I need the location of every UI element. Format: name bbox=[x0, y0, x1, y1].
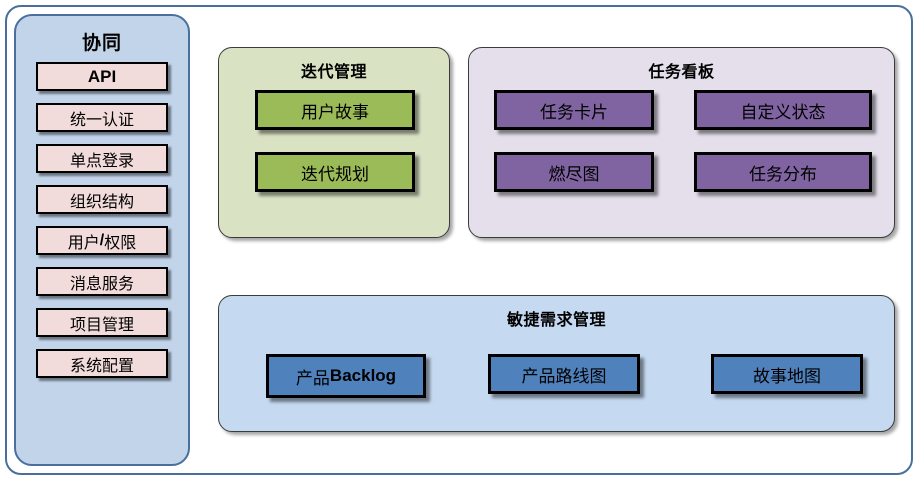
agile-requirement-management-title: 敏捷需求管理 bbox=[506, 312, 606, 329]
iteration-management-panel: 迭代管理 用户故事 迭代规划 bbox=[218, 47, 450, 238]
box-product-backlog-part-a: 产品 bbox=[295, 368, 330, 388]
box-iteration-planning[interactable]: 迭代规划 bbox=[255, 152, 415, 192]
outer-frame bbox=[5, 5, 913, 475]
iteration-management-title: 迭代管理 bbox=[300, 64, 367, 81]
box-task-distribution[interactable]: 任务分布 bbox=[694, 152, 872, 192]
sidebar-item-system-config[interactable]: 系统配置 bbox=[36, 349, 168, 378]
box-user-story[interactable]: 用户故事 bbox=[255, 90, 415, 130]
sidebar-collaboration-panel: 协同 API 统一认证 单点登录 组织结构 用户/权限 消息服务 项目管理 系统… bbox=[14, 14, 190, 466]
sidebar-item-user-permission-part-c: 权限 bbox=[104, 234, 137, 252]
box-burndown-chart[interactable]: 燃尽图 bbox=[494, 152, 654, 192]
sidebar-item-user-permission[interactable]: 用户/权限 bbox=[36, 226, 168, 255]
sidebar-item-message-service[interactable]: 消息服务 bbox=[36, 267, 168, 296]
box-product-backlog-part-b: Backlog bbox=[329, 366, 397, 385]
sidebar-item-api[interactable]: API bbox=[36, 62, 168, 91]
task-board-title: 任务看板 bbox=[648, 64, 715, 81]
sidebar-item-list: API 统一认证 单点登录 组织结构 用户/权限 消息服务 项目管理 系统配置 bbox=[36, 62, 170, 390]
sidebar-item-user-permission-separator: / bbox=[99, 231, 105, 249]
task-board-panel: 任务看板 任务卡片 自定义状态 燃尽图 任务分布 bbox=[468, 47, 895, 238]
box-custom-status[interactable]: 自定义状态 bbox=[694, 90, 872, 130]
box-story-map[interactable]: 故事地图 bbox=[711, 354, 863, 394]
sidebar-item-org-structure[interactable]: 组织结构 bbox=[36, 185, 168, 214]
box-task-card[interactable]: 任务卡片 bbox=[494, 90, 654, 130]
sidebar-title: 协同 bbox=[81, 33, 122, 54]
box-product-roadmap[interactable]: 产品路线图 bbox=[488, 354, 640, 394]
sidebar-item-user-permission-part-a: 用户 bbox=[67, 234, 100, 252]
sidebar-item-single-sign-on[interactable]: 单点登录 bbox=[36, 144, 168, 173]
sidebar-item-project-management[interactable]: 项目管理 bbox=[36, 308, 168, 337]
sidebar-item-unified-auth[interactable]: 统一认证 bbox=[36, 103, 168, 132]
